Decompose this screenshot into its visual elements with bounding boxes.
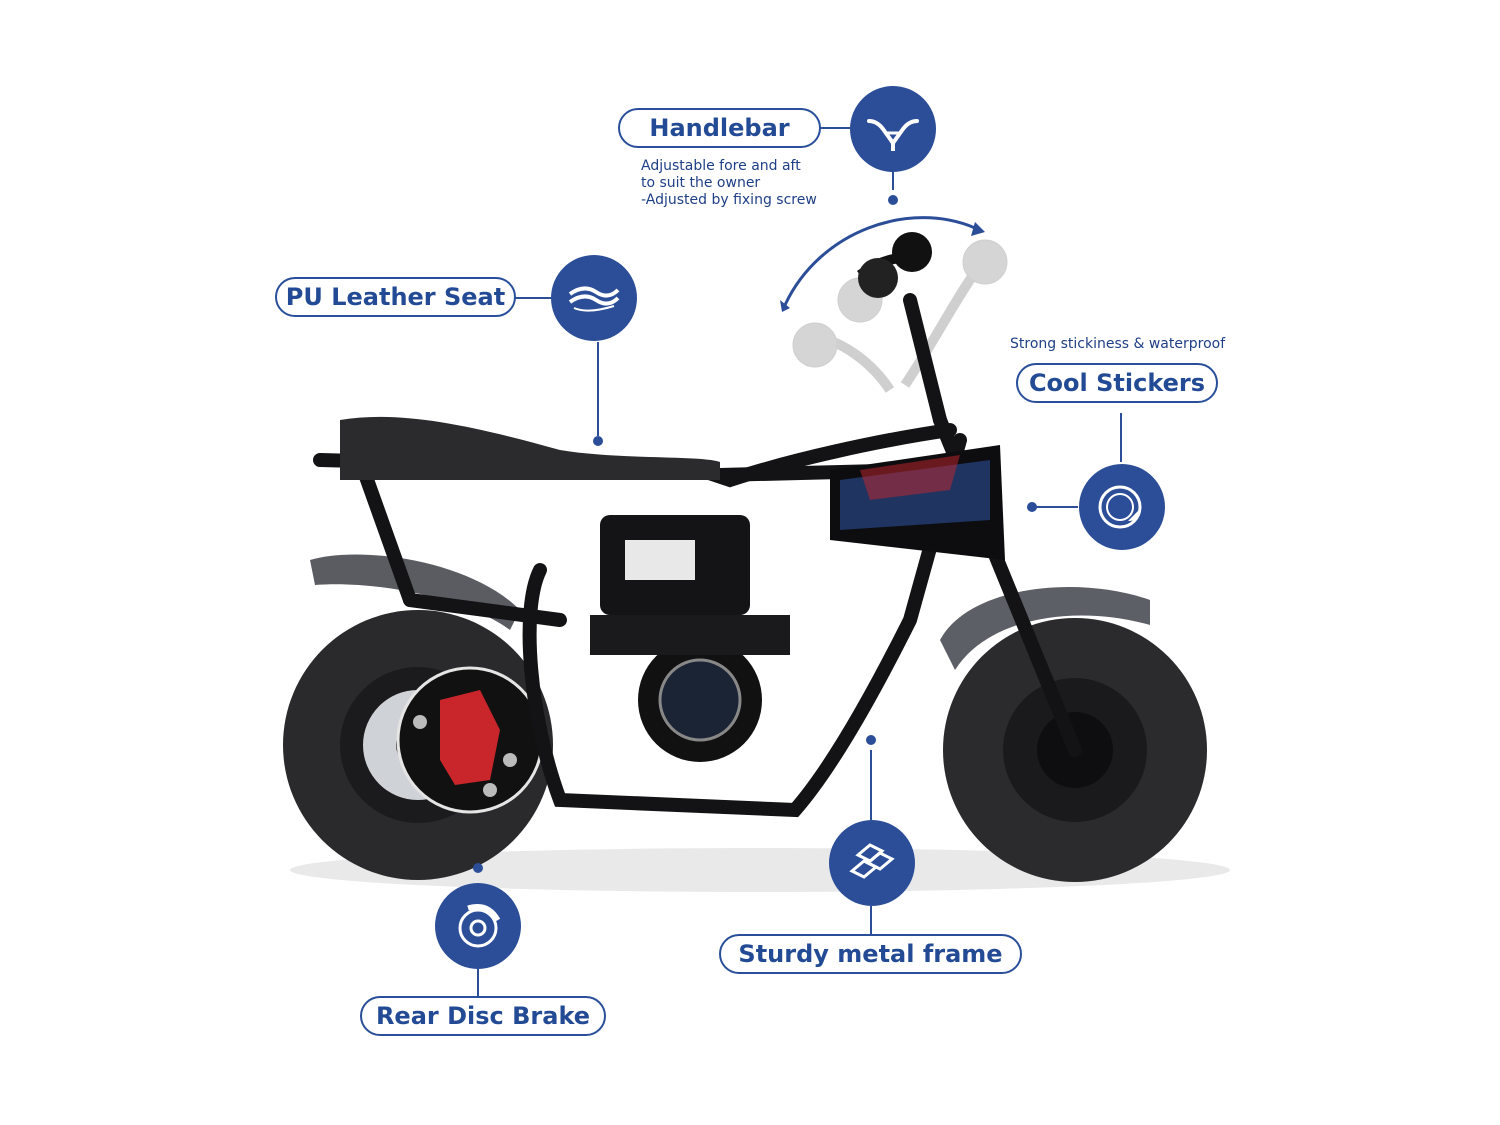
seat-label: PU Leather Seat [275, 277, 516, 317]
stickers-icon-badge [1079, 464, 1165, 550]
sticker-peel-icon [1098, 485, 1142, 529]
handlebar-label: Handlebar [618, 108, 821, 148]
stickers-note: Strong stickiness & waterproof [1010, 336, 1226, 352]
frame-label: Sturdy metal frame [719, 934, 1022, 974]
handlebar-note-line-1: Adjustable fore and aft [641, 158, 801, 174]
seat-cushion-icon [568, 286, 620, 312]
frame-icon-badge [829, 820, 915, 906]
handlebar-note-line-3: -Adjusted by fixing screw [641, 192, 817, 208]
brake-label: Rear Disc Brake [360, 996, 606, 1036]
seat-icon-badge [551, 255, 637, 341]
disc-brake-icon [458, 904, 501, 948]
handlebar-icon-badge [850, 86, 936, 172]
brake-icon-badge [435, 883, 521, 969]
handlebar-note: Adjustable fore and aft to suit the owne… [641, 158, 817, 209]
handlebar-icon [867, 119, 919, 151]
stickers-label: Cool Stickers [1016, 363, 1218, 403]
metal-bars-icon [849, 843, 895, 879]
handlebar-note-line-2: to suit the owner [641, 175, 761, 191]
